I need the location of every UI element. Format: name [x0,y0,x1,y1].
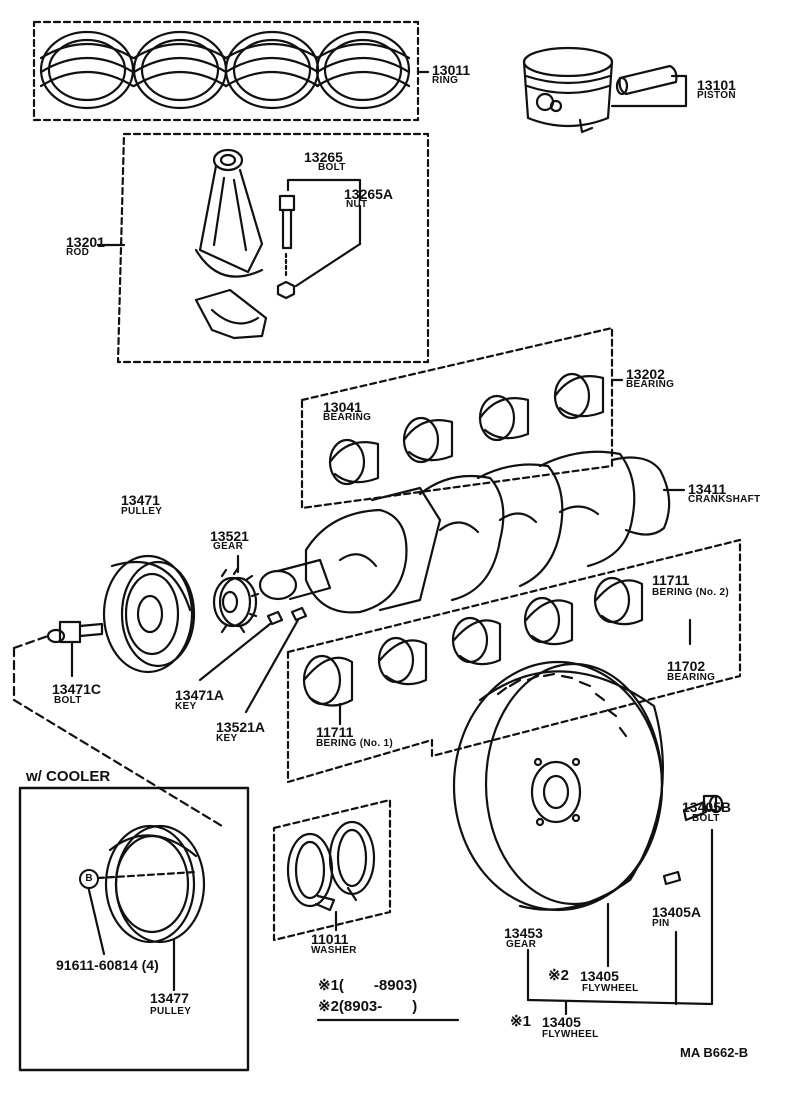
gear-key-part-number: 13521A [216,719,266,735]
washer-group [272,798,392,942]
piston-ring-icon [224,30,320,110]
piston-ring-icon [315,30,411,110]
pin-part-number: 13405A [652,904,702,920]
cooler-pulley-part-name: PULLEY [150,1006,192,1017]
pin-part-name: PIN [652,918,670,929]
pulley-key-part-name: KEY [175,701,197,712]
ring-set-group [32,20,430,122]
bering-no1-part-name: BERING (No. 1) [316,738,393,749]
pulley-bolt-part-number: 13471C [52,681,102,697]
main-bearing-part-name: BEARING [667,672,716,683]
cooler-bolt-part-number: 91611-60814 (4) [56,957,159,973]
flywheel-1-part-number: 13405 [542,1014,581,1030]
rod-bolt-part-number: 13265 [304,149,343,165]
flywheel-2-mark: ※2 [548,967,569,984]
bearing-shell-icon [553,372,605,420]
bearing-shell-icon [377,636,428,686]
rod-bolt-icon [278,194,296,250]
flywheel-1-mark: ※1 [510,1013,531,1030]
flywheel-bolt-part-number: 13405B [682,799,732,815]
thrust-washer-icon [286,832,336,912]
piston-part-number: 13101 [697,77,736,93]
bering-no1-part-number: 11711 [316,724,354,740]
upper-bearing-group [300,326,624,510]
flywheel-2-part-name: FLYWHEEL [582,983,639,994]
ring-gear-part-name: GEAR [506,939,537,950]
flywheel-icon [452,660,664,912]
diagram-reference-code: MA B662-B [680,1045,749,1060]
bearing-shell-icon [302,654,354,707]
washer-part-name: WASHER [311,945,357,956]
bearing-shell-icon [328,438,380,486]
crank-gear-icon [212,566,260,634]
connecting-rod-icon [194,148,264,278]
upper-bearing-part-name: BEARING [626,379,675,390]
ring-part-name: RING [432,75,459,86]
note-2: ※2(8903- ) [318,998,418,1015]
bering-no2-part-number: 11711 [652,572,690,588]
crankshaft-part-name: CRANKSHAFT [688,494,761,505]
rod-bearing-part-number: 13041 [323,399,362,415]
key-icon [266,610,284,626]
bearing-shell-icon [478,394,530,442]
flywheel-1-part-name: FLYWHEEL [542,1029,599,1040]
bering-no2-part-name: BERING (No. 2) [652,587,729,598]
gear-part-number: 13521 [210,528,249,544]
pulley-part-number: 13471 [121,492,160,508]
cooler-pulley-icon [104,824,206,944]
main-bearing-group [286,538,742,784]
rod-bearing-part-name: BEARING [323,412,372,423]
gear-key-part-name: KEY [216,733,238,744]
rod-cap-icon [194,288,268,340]
thrust-washer-icon [328,820,376,902]
cooler-heading: w/ COOLER [26,768,111,785]
washer-part-number: 11011 [311,931,349,947]
crankshaft-part-number: 13411 [688,481,727,497]
ring-gear-part-number: 13453 [504,925,543,941]
upper-bearing-part-number: 13202 [626,366,665,382]
crankshaft-icon [258,450,686,614]
nut-part-name: NUT [346,199,368,210]
ring-part-number: 13011 [432,62,471,78]
flywheel-bolt-part-name: BOLT [692,813,720,824]
flywheel-bolt-icon [682,794,724,822]
bearing-shell-icon [593,576,644,626]
cooler-group [12,634,250,1072]
main-bearing-part-number: 11702 [667,658,706,674]
crank-pulley-icon [102,554,196,674]
piston-ring-icon [39,30,135,110]
dowel-pin-icon [662,870,682,886]
pulley-key-part-number: 13471A [175,687,225,703]
pulley-bolt-icon [46,620,104,644]
piston-part-name: PISTON [697,90,736,101]
callout-badge: B [79,869,99,889]
note-1: ※1( -8903) [318,977,418,994]
piston-ring-icon [132,30,228,110]
flywheel-2-part-number: 13405 [580,968,619,984]
key-icon [290,606,308,622]
piston-icon [522,46,614,134]
connecting-rod-group [96,132,430,364]
rod-bolt-part-name: BOLT [318,162,346,173]
cooler-pulley-part-number: 13477 [150,990,189,1006]
pulley-part-name: PULLEY [121,506,163,517]
nut-part-number: 13265A [344,186,394,202]
rod-part-name: ROD [66,247,90,258]
gear-part-name: GEAR [213,541,244,552]
bearing-shell-icon [451,616,502,666]
bearing-shell-icon [523,596,574,646]
piston-pin-icon [615,64,678,96]
rod-nut-icon [276,280,296,300]
rod-part-number: 13201 [66,234,105,250]
bearing-shell-icon [402,416,454,464]
pulley-bolt-part-name: BOLT [54,695,82,706]
